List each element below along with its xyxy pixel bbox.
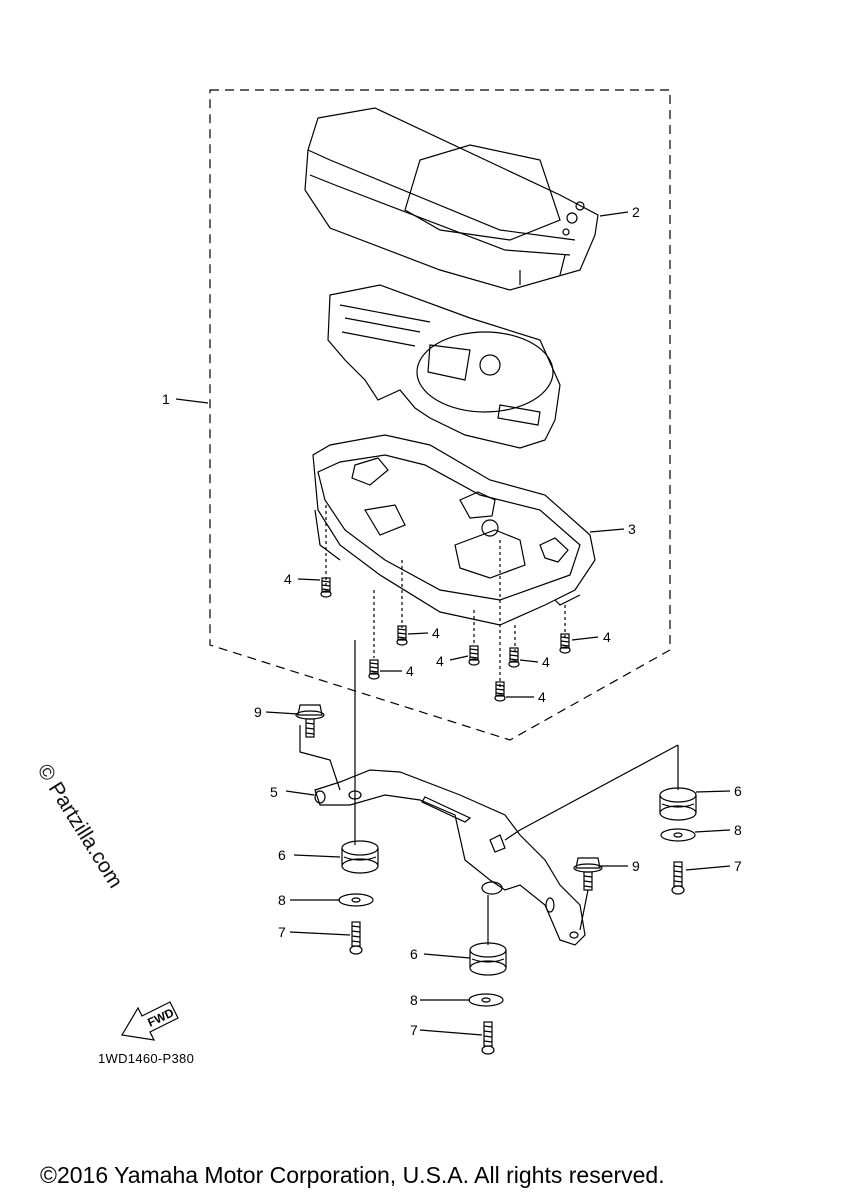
callout-8b: 8 bbox=[278, 892, 286, 908]
bolt-group-7 bbox=[349, 861, 685, 1055]
assembly-boundary bbox=[209, 89, 671, 741]
meter-case bbox=[312, 434, 596, 626]
grommet-group-6 bbox=[341, 787, 697, 976]
screw-group-4 bbox=[320, 577, 571, 702]
callout-9b: 9 bbox=[632, 858, 640, 874]
callout-5: 5 bbox=[270, 784, 278, 800]
meter-bracket bbox=[314, 769, 586, 946]
callout-4a: 4 bbox=[284, 571, 292, 587]
callout-6c: 6 bbox=[410, 946, 418, 962]
copyright-notice: ©2016 Yamaha Motor Corporation, U.S.A. A… bbox=[40, 1162, 665, 1188]
callout-4c: 4 bbox=[406, 663, 414, 679]
callout-1: 1 bbox=[162, 391, 170, 407]
flange-bolt-group-9 bbox=[295, 704, 603, 891]
callout-7c: 7 bbox=[410, 1022, 418, 1038]
callout-6a: 6 bbox=[734, 783, 742, 799]
callout-7b: 7 bbox=[278, 924, 286, 940]
callout-labels: 1 2 3 4 4 4 4 4 4 4 5 6 6 6 7 7 7 8 8 8 … bbox=[162, 204, 742, 1038]
callout-9a: 9 bbox=[254, 704, 262, 720]
meter-unit bbox=[327, 284, 561, 449]
washer-group-8 bbox=[338, 828, 696, 1007]
callout-6b: 6 bbox=[278, 847, 286, 863]
callout-2: 2 bbox=[632, 204, 640, 220]
callout-3: 3 bbox=[628, 521, 636, 537]
callout-4d: 4 bbox=[436, 653, 444, 669]
callout-4f: 4 bbox=[603, 629, 611, 645]
callout-7a: 7 bbox=[734, 858, 742, 874]
leader-lines-bracket bbox=[299, 640, 679, 945]
callout-leaders bbox=[175, 211, 731, 1036]
diagram-code: 1WD1460-P380 bbox=[98, 1051, 195, 1066]
leader-lines-case bbox=[325, 505, 566, 690]
callout-4b: 4 bbox=[432, 625, 440, 641]
callout-4g: 4 bbox=[538, 689, 546, 705]
callout-8c: 8 bbox=[410, 992, 418, 1008]
callout-4e: 4 bbox=[542, 654, 550, 670]
meter-cover bbox=[304, 107, 599, 291]
callout-8a: 8 bbox=[734, 822, 742, 838]
fwd-arrow-icon bbox=[121, 1001, 179, 1041]
